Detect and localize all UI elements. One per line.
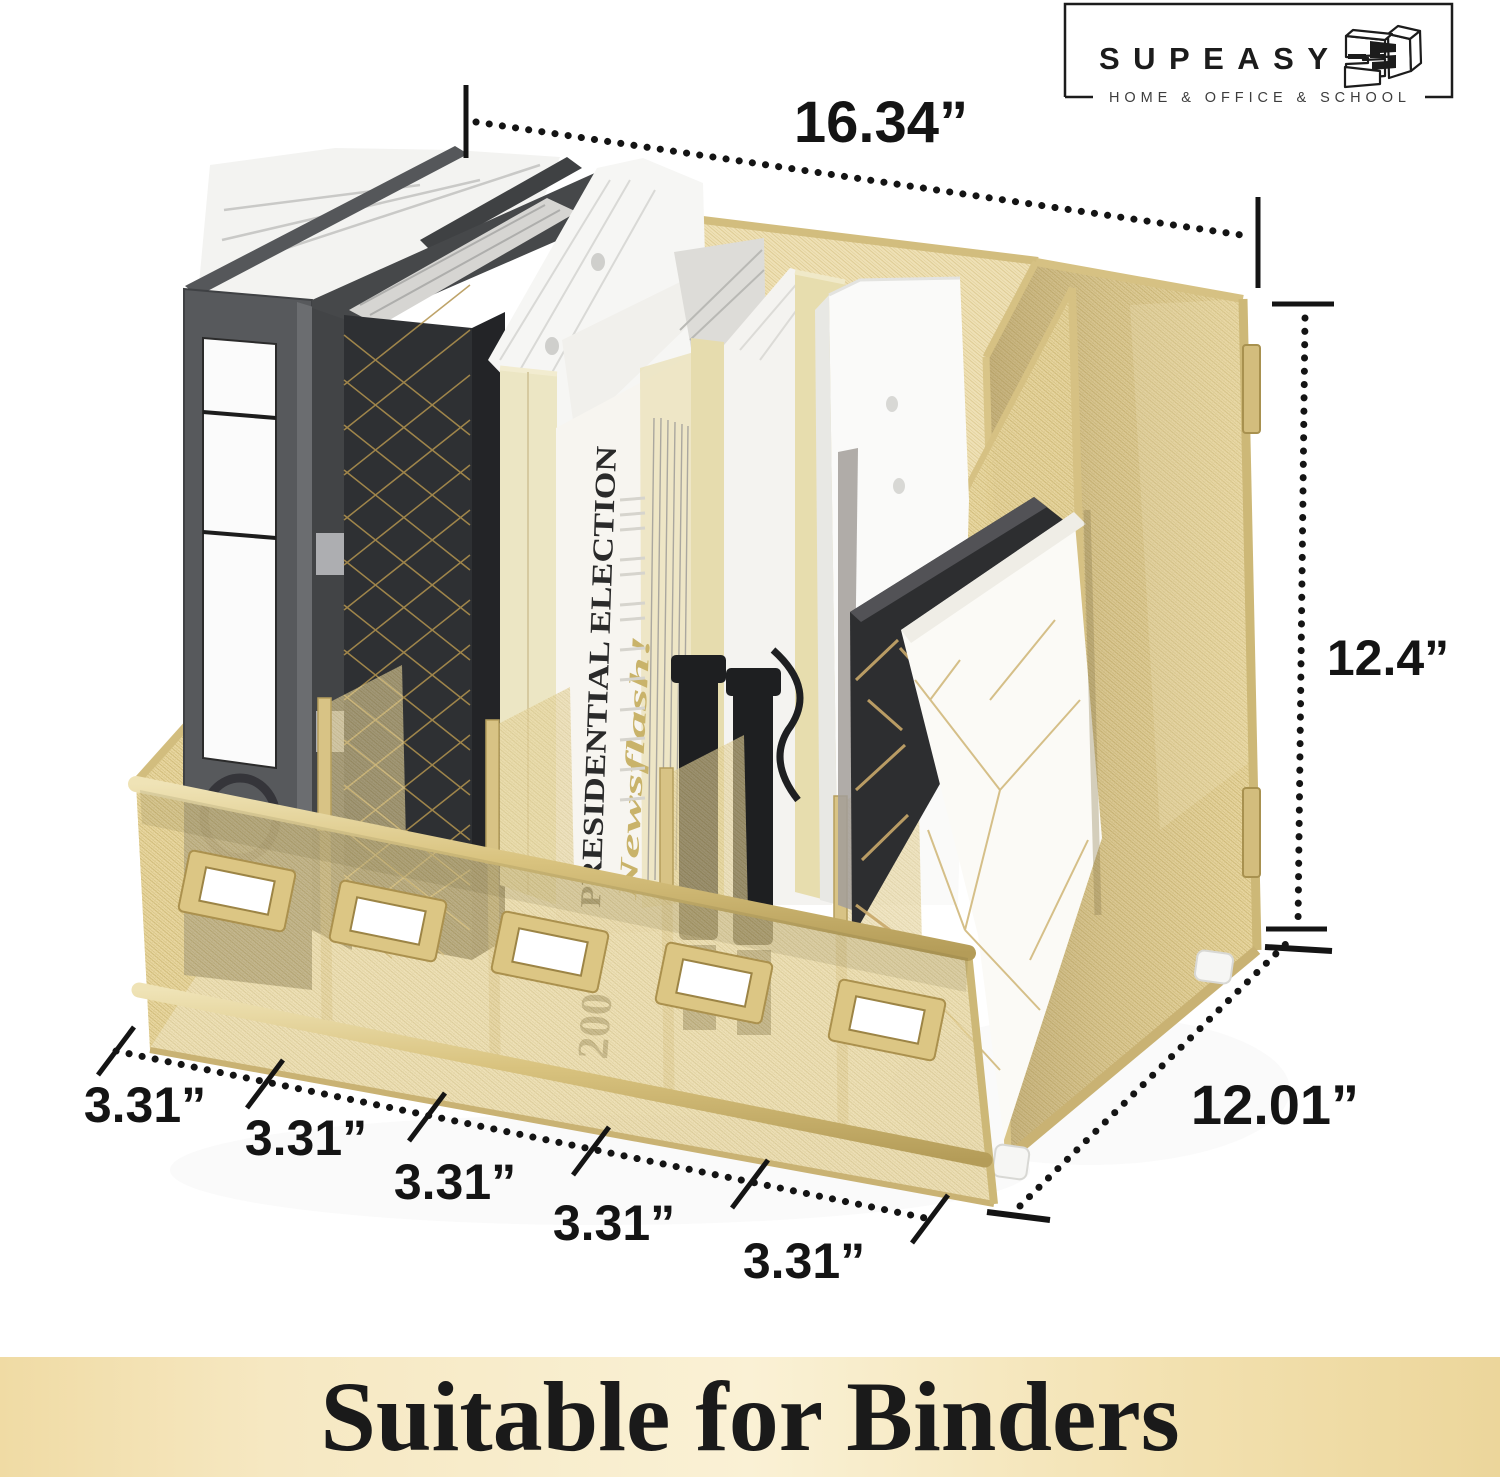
svg-text:16.34”: 16.34” [794, 90, 968, 155]
svg-text:12.4”: 12.4” [1327, 630, 1449, 686]
svg-text:3.31”: 3.31” [394, 1154, 516, 1210]
svg-text:3.31”: 3.31” [245, 1110, 367, 1166]
svg-text:3.31”: 3.31” [743, 1233, 865, 1289]
svg-text:3.31”: 3.31” [553, 1195, 675, 1251]
svg-text:HOME & OFFICE & SCHOOL: HOME & OFFICE & SCHOOL [1109, 90, 1410, 106]
svg-text:SUPEASY: SUPEASY [1099, 41, 1333, 76]
svg-text:3.31”: 3.31” [84, 1077, 206, 1133]
svg-text:Suitable for Binders: Suitable for Binders [320, 1361, 1179, 1472]
svg-text:12.01”: 12.01” [1191, 1073, 1359, 1136]
